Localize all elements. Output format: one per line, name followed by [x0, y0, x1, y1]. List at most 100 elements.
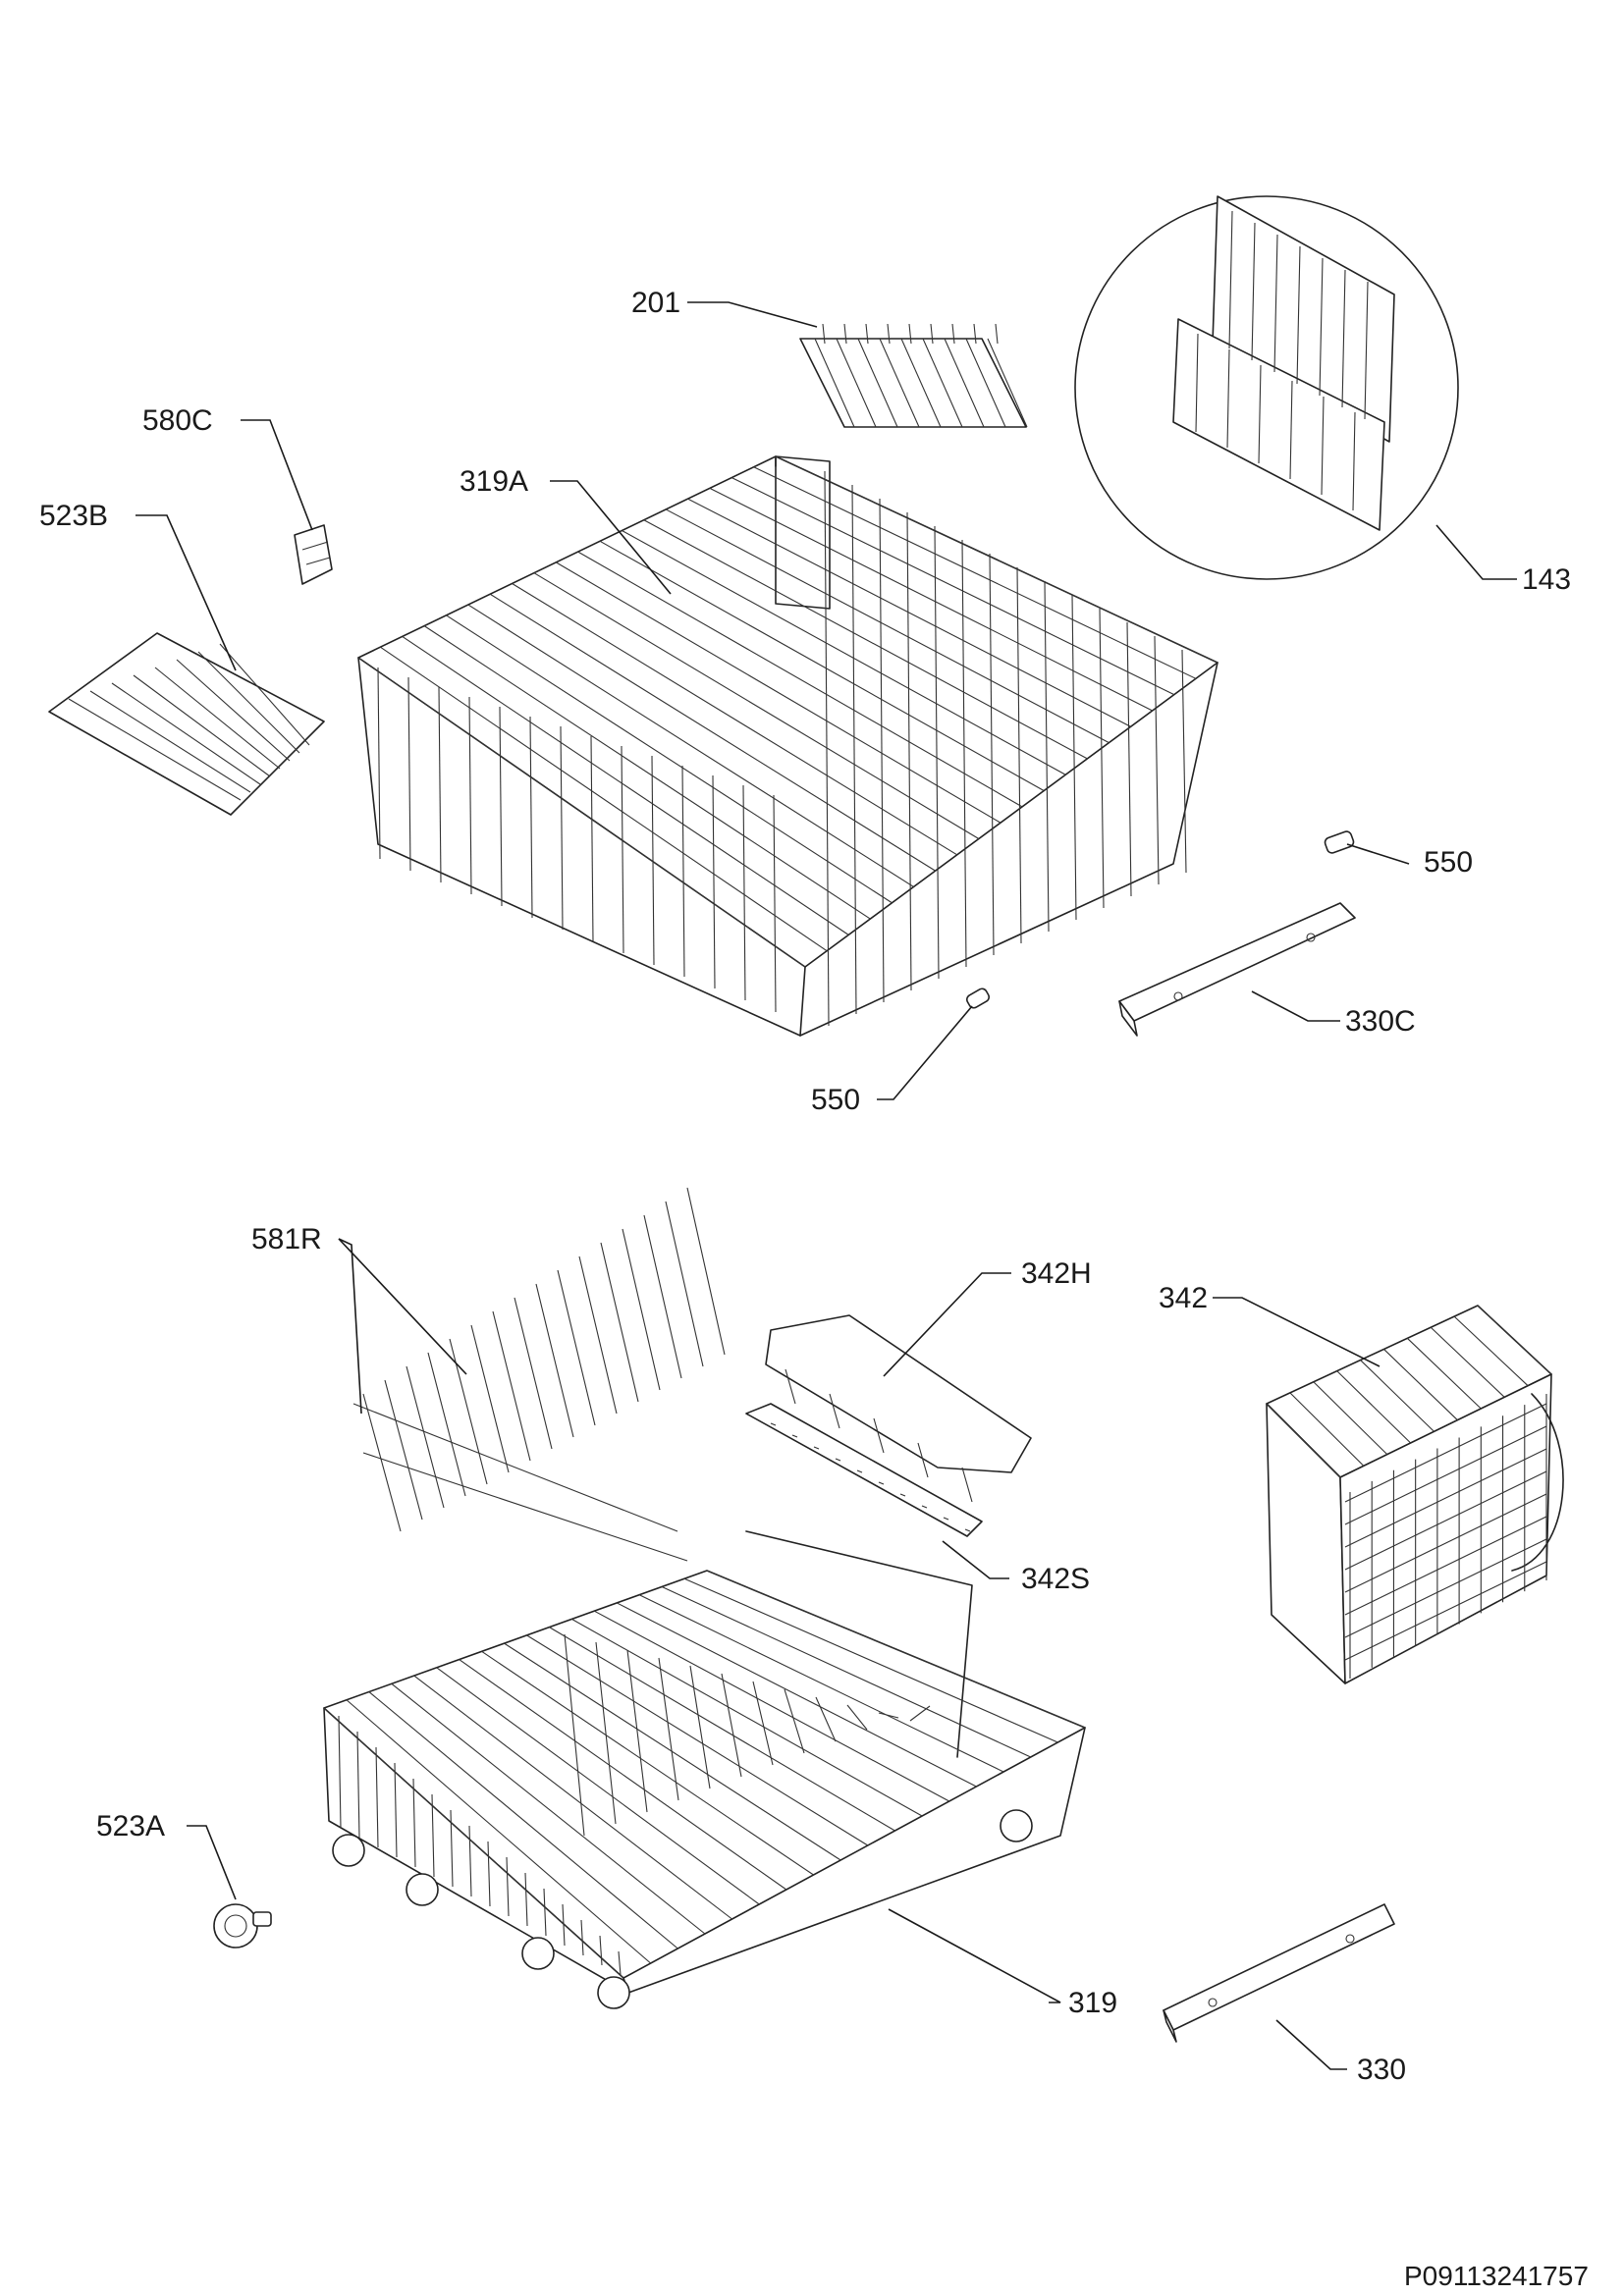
basket-grid: [1430, 1326, 1505, 1398]
label-523A: 523A: [96, 1810, 165, 1842]
basket-tine-row: [909, 1705, 931, 1722]
rack-rib: [154, 667, 281, 770]
basket-grid: [1477, 1305, 1552, 1375]
rack-tine: [362, 1393, 402, 1532]
part-581R-tine-rack: [352, 1187, 726, 1562]
part-523A-wheel: [213, 1903, 272, 1949]
strip-hole: [964, 1528, 971, 1532]
part-523B-rack-section: [48, 632, 325, 816]
basket-wheel: [597, 1976, 630, 2009]
basket-side-wire: [651, 755, 655, 966]
clip-slot: [1352, 411, 1356, 511]
part-330-rail: [1163, 1903, 1395, 2043]
basket-wire: [423, 625, 871, 920]
rack-bar: [362, 1452, 688, 1562]
basket-grid-h: [1344, 1516, 1547, 1616]
basket-grid: [1360, 1360, 1435, 1432]
basket-side-wire: [590, 735, 594, 942]
part-330C-rail: [1118, 902, 1356, 1037]
label-550-bottom: 550: [811, 1084, 860, 1116]
tine-201: [900, 338, 942, 428]
clip-slot: [1364, 281, 1369, 420]
basket-side-wire: [621, 745, 624, 954]
basket-wire: [368, 1691, 678, 1949]
basket-tine-row: [846, 1704, 868, 1731]
strip-hole: [835, 1458, 841, 1462]
basket-side-wire: [412, 1778, 416, 1868]
part-580C-clip: [294, 524, 333, 585]
basket-wire: [599, 540, 1045, 792]
basket-wire: [594, 1610, 950, 1802]
basket-wire: [391, 1682, 706, 1935]
basket-divider-wire: [961, 539, 967, 968]
clip-slot: [1341, 269, 1346, 408]
rack-tine: [686, 1187, 726, 1356]
strip-hole: [813, 1446, 820, 1450]
label-342H: 342H: [1021, 1257, 1092, 1290]
tine-201-tip: [995, 323, 999, 345]
tine-201: [944, 338, 985, 428]
basket-wire: [577, 551, 1023, 808]
basket-side-wire: [407, 676, 411, 872]
tine-201: [965, 338, 1006, 428]
basket-wire: [402, 635, 849, 935]
basket-side-wire: [431, 1793, 435, 1878]
clip-slot: [1319, 257, 1324, 397]
basket-wire: [643, 519, 1088, 760]
basket-divider-wire: [989, 553, 995, 956]
holder-tooth: [785, 1368, 796, 1405]
basket-tine-row: [658, 1657, 679, 1801]
label-330: 330: [1357, 2054, 1406, 2086]
clip-slot: [1226, 348, 1230, 449]
basket-side-wire: [356, 1731, 360, 1839]
clip-slot: [1296, 245, 1301, 385]
basket-side-wire: [506, 1856, 510, 1917]
basket-wire: [346, 1699, 652, 1964]
basket-wire: [323, 1707, 624, 1979]
basket-side-wire: [562, 1903, 566, 1947]
tine-201: [814, 338, 855, 428]
basket-grid: [1336, 1370, 1412, 1444]
tine-201-tip: [887, 323, 891, 345]
basket-divider-wire: [1071, 594, 1077, 921]
basket-wire: [753, 466, 1197, 679]
basket-side-wire: [580, 1919, 584, 1956]
clip-slot: [1273, 234, 1278, 373]
tine-201-tip: [908, 323, 912, 345]
part-550-spring-right: [1324, 830, 1355, 854]
basket-grid-h: [1344, 1448, 1547, 1548]
basket-wire: [459, 1659, 787, 1891]
basket-side-wire: [529, 716, 533, 919]
label-330C: 330C: [1345, 1005, 1416, 1038]
clip-slot: [1258, 364, 1262, 464]
tine-201-tip: [973, 323, 977, 345]
strip-hole: [921, 1505, 928, 1509]
basket-side-wire: [499, 706, 503, 907]
strip-hole: [791, 1434, 798, 1438]
clip-slot: [1289, 380, 1293, 480]
basket-side-wire: [438, 686, 442, 883]
basket-grid: [1383, 1349, 1458, 1421]
basket-wire: [526, 1634, 869, 1846]
basket-wire: [504, 1642, 841, 1861]
holder-tooth: [917, 1442, 929, 1478]
rack-rib: [197, 651, 300, 754]
rack-rib: [111, 682, 261, 785]
basket-wire: [446, 614, 893, 904]
basket-side-wire: [338, 1715, 342, 1829]
label-319A: 319A: [460, 465, 528, 498]
basket-side-wire: [524, 1872, 528, 1927]
basket-tine-row: [815, 1696, 837, 1742]
basket-divider-wire: [851, 484, 857, 1015]
basket-side-wire: [468, 1825, 472, 1897]
basket-side-wire: [468, 696, 472, 895]
tine-201-tip: [930, 323, 934, 345]
basket-grid: [1289, 1392, 1365, 1467]
clip-slot: [1228, 210, 1233, 349]
part-550-spring-bottom: [966, 988, 990, 1009]
basket-grid-h: [1344, 1470, 1547, 1571]
basket-grid-h: [1344, 1403, 1547, 1503]
rack-tine: [470, 1324, 510, 1473]
rack-tine: [622, 1228, 661, 1391]
basket-side-wire: [773, 794, 777, 1013]
